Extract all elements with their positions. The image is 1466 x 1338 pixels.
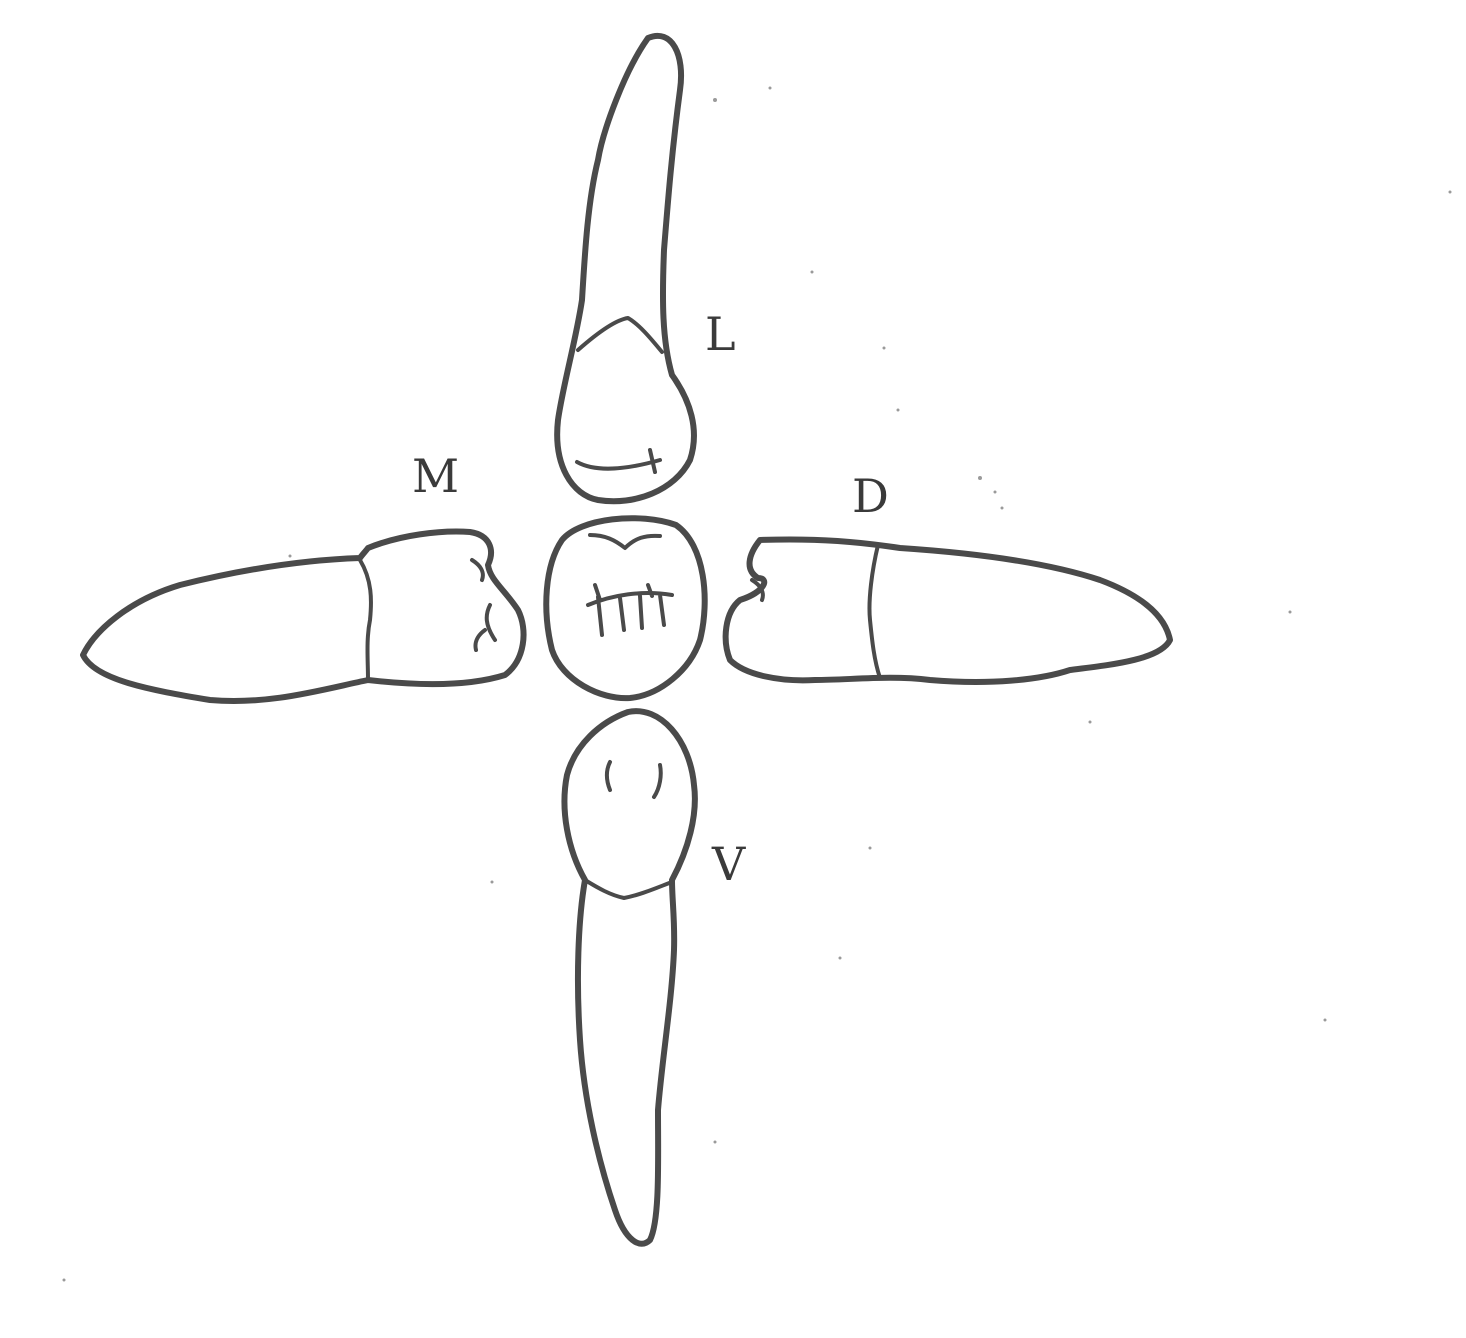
tooth-distal-cervical-line <box>867 543 882 680</box>
tooth-vestibular-view <box>561 708 698 1247</box>
tooth-mesial-outline <box>80 528 527 704</box>
tooth-occlusal-fissure-main <box>586 583 674 637</box>
label-lingual: L <box>705 307 736 361</box>
tooth-mesial-cervical-line <box>358 558 373 682</box>
label-mesial: M <box>412 449 459 503</box>
label-vestibular: V <box>711 837 746 891</box>
tooth-lingual-view <box>554 33 697 505</box>
scan-specks <box>62 86 1452 1282</box>
tooth-lingual-outline <box>554 33 697 505</box>
tooth-lingual-cervical-line <box>576 316 664 354</box>
tooth-vestibular-outline <box>561 708 698 1247</box>
tooth-lingual-cingulum <box>575 448 662 474</box>
tooth-distal-view <box>722 536 1173 685</box>
tooth-occlusal-outline <box>543 515 708 702</box>
label-distal: D <box>852 469 889 523</box>
tooth-distal-outline <box>722 536 1173 685</box>
tooth-vestibular-cervical-line <box>583 878 674 900</box>
tooth-occlusal-fissure-top <box>588 533 662 550</box>
tooth-mesial-contact-marks <box>470 558 497 652</box>
tooth-occlusal-view <box>543 515 708 702</box>
tooth-vestibular-lobe-marks <box>605 760 663 799</box>
tooth-mesial-view <box>80 528 527 704</box>
tooth-distal-contact-mark <box>750 578 765 602</box>
